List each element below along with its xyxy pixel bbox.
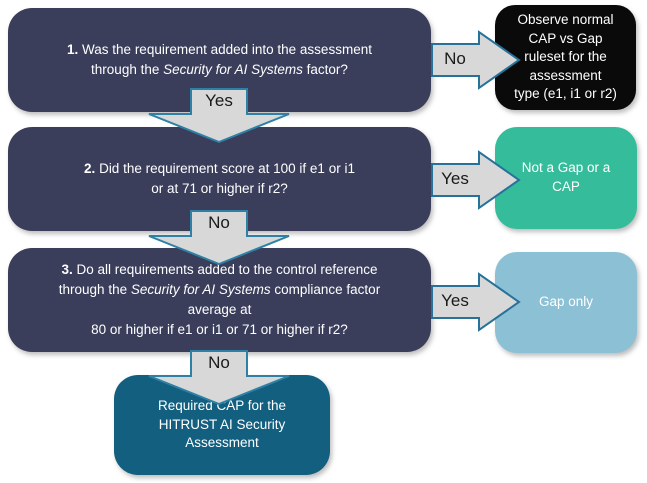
- outcome-observe-normal-box: Observe normal CAP vs Gap ruleset for th…: [495, 5, 636, 110]
- question-1-text: 1. Was the requirement added into the as…: [67, 41, 372, 77]
- outcome-gap-only-text: Gap only: [538, 294, 594, 310]
- question-3-text: 3. Do all requirements added to the cont…: [58, 261, 381, 338]
- outcome-not-a-gap-text: Not a Gap or a CAP: [521, 160, 611, 194]
- outcome-not-a-gap-box: Not a Gap or a CAP: [495, 127, 637, 229]
- question-3-number: 3.: [61, 261, 73, 277]
- arrow-q2-yes-right-icon: [431, 150, 521, 210]
- question-2-number: 2.: [84, 160, 96, 176]
- outcome-observe-normal-text: Observe normal CAP vs Gap ruleset for th…: [514, 11, 617, 102]
- question-2-text: 2. Did the requirement score at 100 if e…: [84, 160, 355, 196]
- arrow-q1-yes-down-icon: [148, 88, 290, 143]
- arrow-q1-no-right-icon: [431, 30, 521, 90]
- question-3-box: 3. Do all requirements added to the cont…: [8, 248, 431, 352]
- arrow-q2-no-down-icon: [148, 210, 290, 265]
- outcome-required-cap-text: Required CAP for the HITRUST AI Security…: [157, 398, 287, 451]
- question-1-number: 1.: [67, 41, 79, 57]
- arrow-q3-yes-right-icon: [431, 272, 521, 332]
- arrow-q3-no-down-icon: [148, 350, 290, 405]
